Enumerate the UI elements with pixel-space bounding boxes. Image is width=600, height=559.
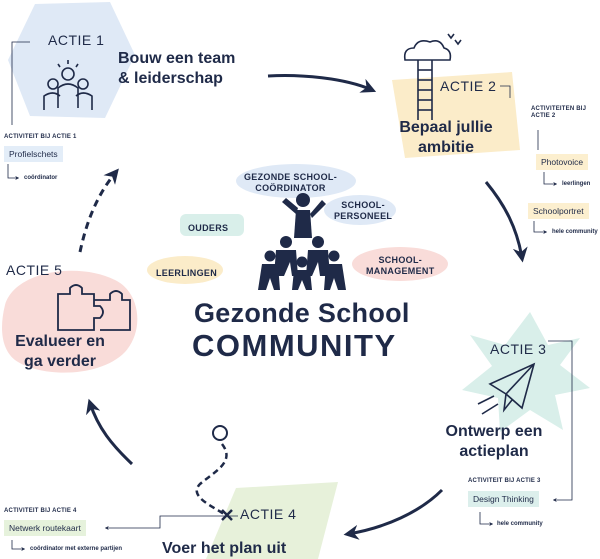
wash-coordinator: [236, 164, 356, 198]
actie5-title-line2: ga verder: [23, 353, 97, 370]
actie1-title: Bouw een team & leiderschap: [118, 49, 235, 89]
actie3-target: hele community: [497, 521, 543, 527]
team-icon: [43, 60, 93, 110]
actie2-label: ACTIE 2: [440, 78, 497, 94]
connector-actie3-target: [479, 512, 494, 526]
tag-parents: OUDERS: [188, 223, 229, 233]
tag-personnel-line2: PERSONEEL: [334, 211, 393, 221]
arrow-1-to-2: [267, 74, 377, 93]
actie2-target1: leerlingen: [562, 181, 591, 187]
activity-profielschets: Profielschets: [4, 146, 63, 162]
ladder-cloud-icon: [403, 33, 462, 120]
actie4-title: Voer het plan uit: [162, 540, 287, 557]
connector-actie2-target2: [533, 221, 548, 234]
actie2-activity-header-line1: ACTIVITEITEN BIJ: [531, 106, 587, 112]
actie1-hexagon: [8, 2, 135, 118]
paper-plane-icon: [477, 362, 536, 415]
actie2-activity-header-line2: ACTIE 2: [531, 113, 556, 119]
wash-management: [352, 247, 448, 281]
tag-personnel: SCHOOL- PERSONEEL: [326, 196, 400, 226]
center-title-line1: Gezonde School: [194, 298, 410, 328]
activity-design-thinking: Design Thinking: [468, 491, 539, 507]
actie3-label: ACTIE 3: [490, 341, 547, 357]
tag-coordinator-line1: GEZONDE SCHOOL-: [244, 172, 338, 182]
actie1-activity-header: ACTIVITEIT BIJ ACTIE 1: [4, 134, 77, 140]
tag-management: SCHOOL- MANAGEMENT: [358, 251, 443, 281]
arrow-2-to-3: [484, 181, 528, 263]
wash-parents: [180, 214, 244, 236]
arrow-4-to-5: [86, 398, 134, 466]
actie5-title: Evalueer en ga verder: [8, 332, 112, 372]
actie2-target2: hele community: [552, 229, 598, 235]
connector-actie3: [548, 340, 573, 502]
connector-actie4-target: [11, 540, 26, 551]
actie4-activity-header: ACTIVITEIT BIJ ACTIE 4: [4, 508, 77, 514]
actie2-activity-header: ACTIVITEITEN BIJ ACTIE 2: [531, 106, 586, 120]
activity-netwerk-routekaart: Netwerk routekaart: [4, 520, 86, 536]
route-end-x-icon: [221, 509, 233, 521]
wash-personnel: [324, 195, 396, 225]
actie1-title-line1: Bouw een team: [118, 50, 236, 67]
puzzle-icon: [57, 284, 131, 331]
tag-students: LEERLINGEN: [156, 268, 218, 278]
activity-schoolportret: Schoolportret: [528, 203, 589, 219]
connector-actie4: [104, 515, 238, 530]
actie2-title-line2: ambitie: [417, 139, 474, 156]
actie4-label: ACTIE 4: [240, 506, 297, 522]
route-start-icon: [212, 425, 228, 441]
tag-management-line1: SCHOOL-: [378, 255, 423, 265]
tag-coordinator-line2: COÖRDINATOR: [255, 183, 326, 193]
wash-students: [147, 256, 223, 284]
connector-actie2: [500, 85, 511, 98]
tag-personnel-line1: SCHOOL-: [341, 200, 385, 210]
actie2-title: Bepaal jullie ambitie: [394, 118, 498, 158]
actie1-title-line2: & leiderschap: [118, 70, 223, 87]
actie5-blob: [2, 270, 138, 373]
center-title-line2: COMMUNITY: [192, 328, 397, 363]
arrow-3-to-4: [343, 488, 444, 540]
actie4-parallelogram: [206, 482, 338, 559]
arrow-5-to-1: [78, 168, 119, 253]
actie5-title-line1: Evalueer en: [15, 333, 105, 350]
activity-photovoice: Photovoice: [536, 154, 589, 170]
actie5-label: ACTIE 5: [6, 262, 63, 278]
people-pyramid-icon: [258, 193, 346, 290]
tag-coordinator: GEZONDE SCHOOL- COÖRDINATOR: [236, 168, 345, 198]
actie2-title-line1: Bepaal jullie: [399, 119, 493, 136]
actie1-target: coördinator: [24, 175, 58, 181]
actie4-target: coördinator met externe partijen: [30, 546, 123, 552]
connector-actie1-target: [7, 164, 20, 180]
actie3-activity-header: ACTIVITEIT BIJ ACTIE 3: [468, 478, 541, 484]
tag-management-line2: MANAGEMENT: [366, 266, 435, 276]
connector-actie1: [11, 41, 30, 125]
actie3-title: Ontwerp een actieplan: [436, 422, 552, 462]
actie1-label: ACTIE 1: [48, 32, 105, 48]
actie3-title-line2: actieplan: [459, 443, 529, 460]
connector-actie2-target1: [543, 172, 558, 186]
actie3-title-line1: Ontwerp een: [445, 423, 543, 440]
route-dashed-path: [195, 443, 228, 516]
actie2-parallelogram: [392, 72, 520, 158]
